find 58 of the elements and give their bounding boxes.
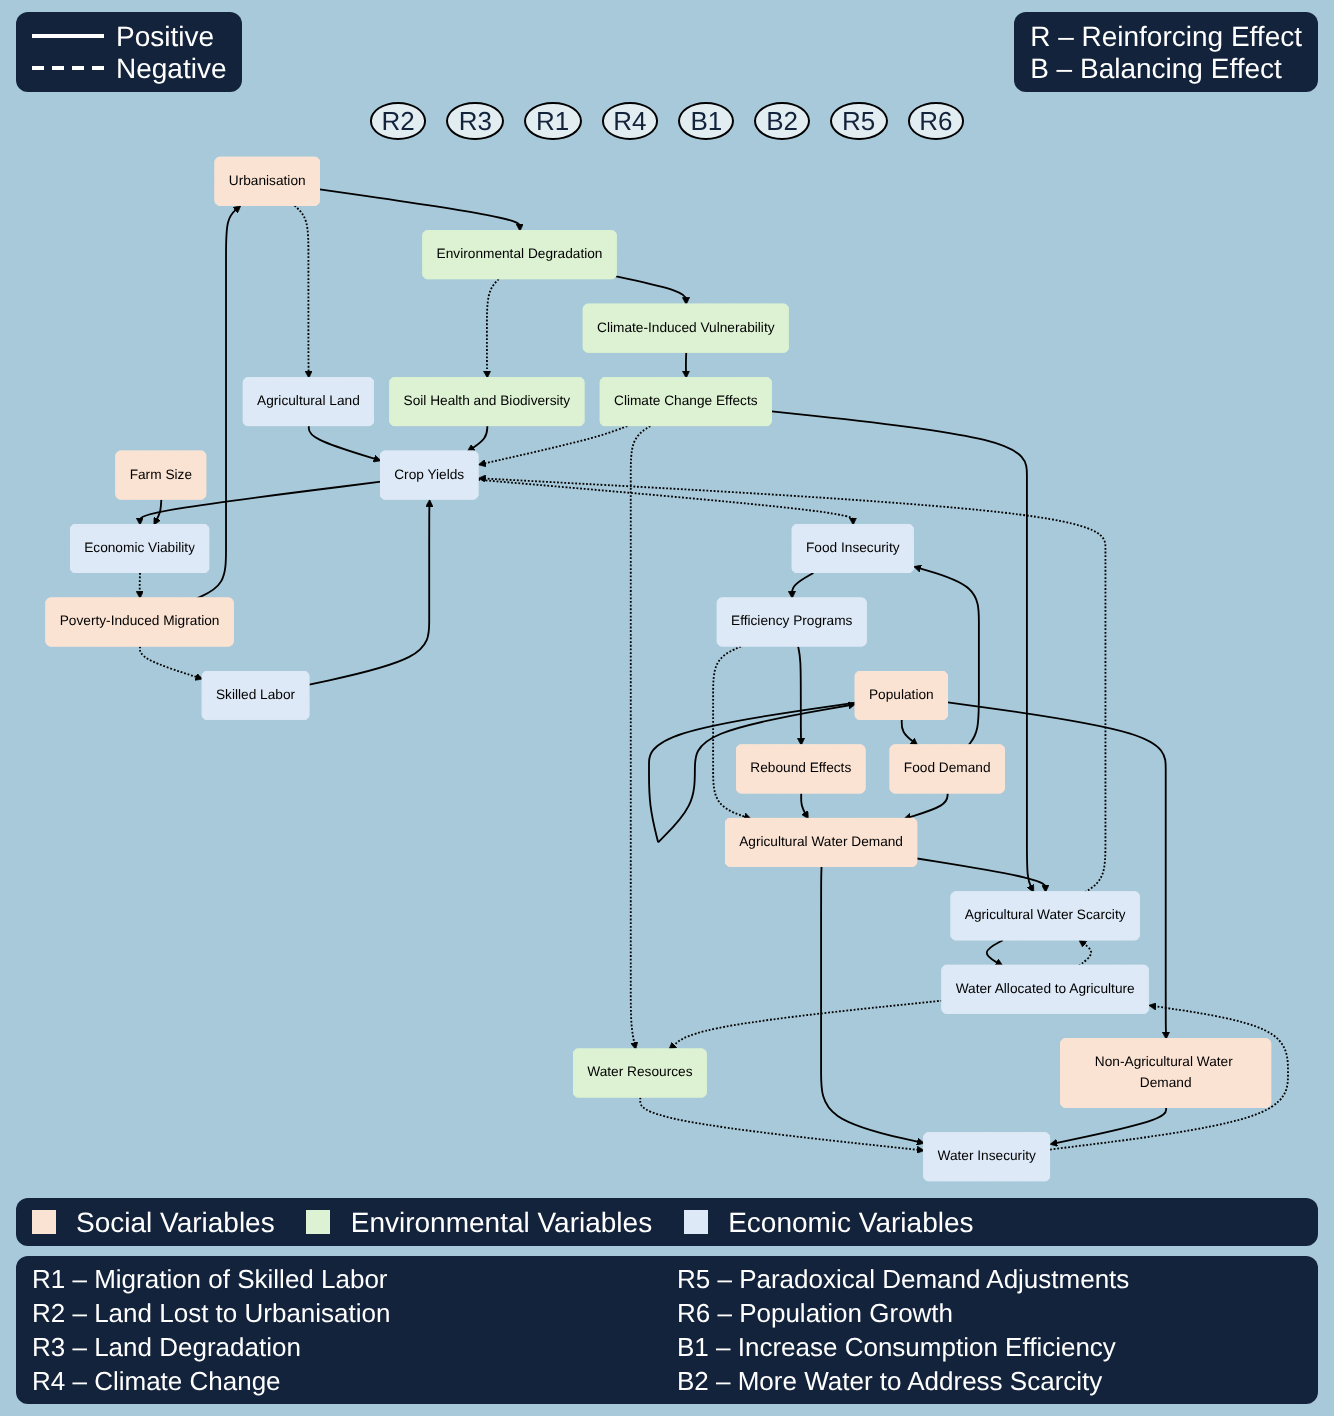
arrow: [770, 410, 1035, 893]
arrow: [800, 792, 809, 820]
arrow: [478, 425, 629, 468]
loop-marker: B1: [678, 102, 735, 140]
arrow: [946, 701, 1170, 1040]
key-text: R1 – Migration of Skilled Labor: [32, 1264, 390, 1294]
loop-marker: R6: [907, 102, 965, 140]
arrow: [1049, 1106, 1168, 1147]
arrow: [318, 188, 524, 232]
arrow: [135, 572, 144, 599]
arrow: [797, 645, 805, 746]
loop-marker: R4: [601, 102, 659, 140]
arrow: [913, 564, 980, 747]
arrow: [648, 701, 857, 844]
arrow: [629, 425, 652, 1050]
key-text: R2 – Land Lost to Urbanisation: [32, 1298, 393, 1328]
loop-marker: B2: [754, 102, 811, 140]
arrow: [681, 351, 690, 379]
arrow: [153, 498, 163, 526]
arrow: [466, 425, 489, 452]
legend-label: Negative: [116, 52, 227, 84]
key-text: B – Balancing Effect: [1030, 52, 1284, 84]
legend-label: Social Variables: [76, 1206, 275, 1238]
key-text: R5 – Paradoxical Demand Adjustments: [677, 1264, 1132, 1294]
arrow: [787, 572, 815, 599]
loop-marker: R2: [369, 102, 427, 140]
arrow: [639, 1096, 925, 1154]
arrow: [1049, 1002, 1289, 1151]
arrow: [307, 425, 382, 463]
arrow: [900, 718, 919, 746]
arrow: [478, 474, 1107, 894]
arrow: [483, 278, 500, 379]
legend-label: Positive: [116, 20, 215, 52]
arrow: [195, 205, 242, 600]
arrow: [903, 792, 949, 821]
legend-label: Environmental Variables: [350, 1206, 653, 1238]
arrow: [135, 480, 382, 526]
arrow: [820, 865, 925, 1146]
legend-label: Economic Variables: [728, 1206, 974, 1238]
key-text: R6 – Population Growth: [677, 1298, 956, 1328]
arrow: [916, 857, 1050, 893]
key-text: R4 – Climate Change: [32, 1366, 283, 1396]
arrow: [1078, 939, 1092, 967]
arrow: [293, 204, 313, 379]
arrow: [668, 999, 944, 1050]
key-text: B2 – More Water to Address Scarcity: [677, 1366, 1105, 1396]
arrow: [139, 645, 204, 681]
arrow: [615, 275, 690, 306]
arrow: [308, 499, 434, 686]
loop-marker: R3: [446, 102, 504, 140]
arrow: [477, 478, 857, 526]
key-text: B1 – Increase Consumption Efficiency: [677, 1332, 1118, 1362]
key-text: R3 – Land Degradation: [32, 1332, 303, 1362]
loop-marker: R5: [830, 102, 888, 140]
key-text: R – Reinforcing Effect: [1030, 20, 1302, 52]
arrow: [712, 645, 752, 821]
arrow: [985, 939, 1004, 967]
loop-marker: R1: [523, 102, 582, 140]
